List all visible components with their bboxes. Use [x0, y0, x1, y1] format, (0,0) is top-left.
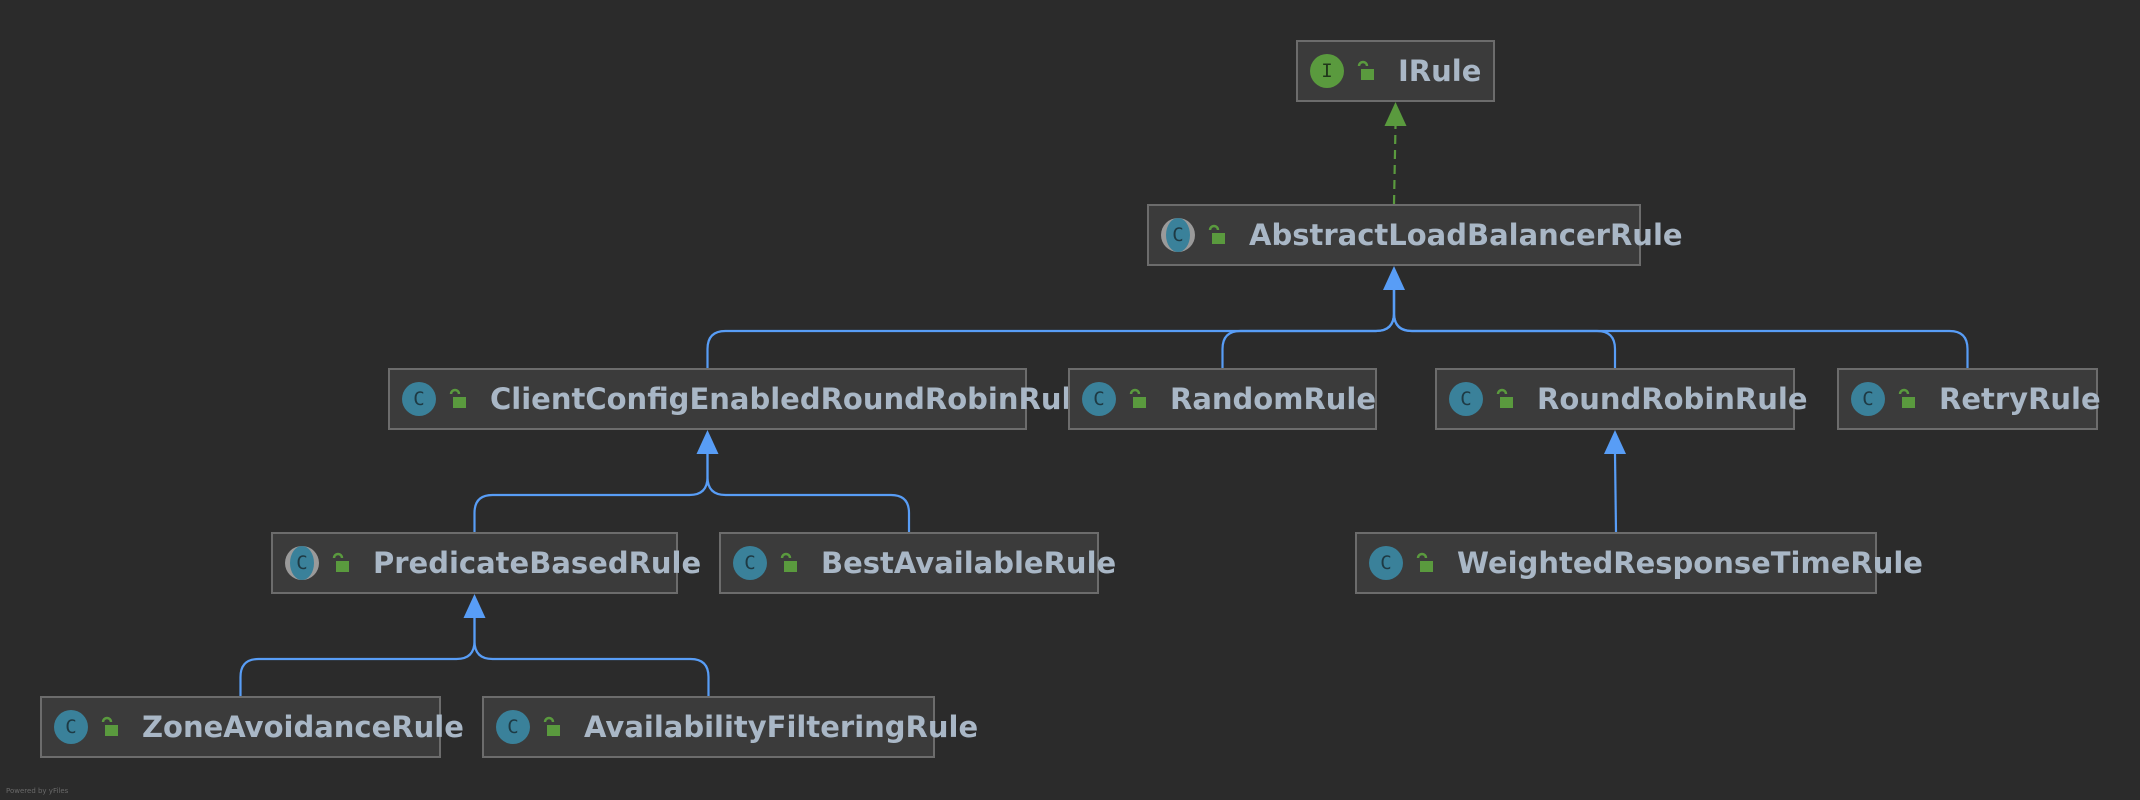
class-icon: C: [402, 382, 436, 416]
edge-RandomRule-to-AbstractLoadBalancerRule: [1221, 290, 1396, 368]
node-ZoneAvoidanceRule[interactable]: C ZoneAvoidanceRule: [40, 696, 464, 758]
node-label: WeightedResponseTimeRule: [1457, 546, 1923, 580]
public-lock-icon: [1356, 60, 1376, 82]
node-label: RoundRobinRule: [1537, 382, 1808, 416]
node-label: ZoneAvoidanceRule: [142, 710, 464, 744]
class-icon: C: [1851, 382, 1885, 416]
node-label: AbstractLoadBalancerRule: [1249, 218, 1683, 252]
abstract-class-icon: C: [1161, 218, 1195, 252]
public-lock-icon: [1128, 388, 1148, 410]
powered-by-footer: Powered by yFiles: [6, 787, 69, 795]
node-AbstractLoadBalancerRule[interactable]: C AbstractLoadBalancerRule: [1147, 204, 1683, 266]
public-lock-icon: [1207, 224, 1227, 246]
extends-arrowhead-PredicateBasedRule: [463, 594, 486, 618]
edge-AvailabilityFilteringRule-to-PredicateBasedRule: [473, 618, 710, 696]
node-label: RetryRule: [1939, 382, 2101, 416]
public-lock-icon: [1415, 552, 1435, 574]
node-AvailabilityFilteringRule[interactable]: C AvailabilityFilteringRule: [482, 696, 978, 758]
class-icon: C: [1082, 382, 1116, 416]
edge-ClientConfigEnabledRoundRobinRule-to-AbstractLoadBalancerRule: [706, 290, 1396, 368]
extends-arrowhead-ClientConfigEnabledRoundRobinRule: [696, 430, 719, 454]
node-ClientConfigEnabledRoundRobinRule[interactable]: C ClientConfigEnabledRoundRobinRule: [388, 368, 1091, 430]
node-RandomRule[interactable]: C RandomRule: [1068, 368, 1377, 430]
node-label: IRule: [1398, 54, 1482, 88]
public-lock-icon: [1897, 388, 1917, 410]
public-lock-icon: [331, 552, 351, 574]
node-label: ClientConfigEnabledRoundRobinRule: [490, 382, 1092, 416]
node-label: PredicateBasedRule: [373, 546, 702, 580]
edge-BestAvailableRule-to-ClientConfigEnabledRoundRobinRule: [706, 454, 911, 532]
interface-icon: I: [1310, 54, 1344, 88]
class-icon: C: [1449, 382, 1483, 416]
public-lock-icon: [542, 716, 562, 738]
class-icon: C: [1369, 546, 1403, 580]
class-icon: C: [496, 710, 530, 744]
class-icon: C: [54, 710, 88, 744]
extends-arrowhead-AbstractLoadBalancerRule: [1383, 266, 1405, 290]
public-lock-icon: [448, 388, 468, 410]
public-lock-icon: [1495, 388, 1515, 410]
edge-AbstractLoadBalancerRule-to-IRule: [1392, 125, 1397, 205]
class-icon: C: [733, 546, 767, 580]
public-lock-icon: [779, 552, 799, 574]
node-RoundRobinRule[interactable]: C RoundRobinRule: [1435, 368, 1808, 430]
node-WeightedResponseTimeRule[interactable]: C WeightedResponseTimeRule: [1355, 532, 1923, 594]
node-BestAvailableRule[interactable]: C BestAvailableRule: [719, 532, 1116, 594]
edge-RoundRobinRule-to-AbstractLoadBalancerRule: [1392, 290, 1617, 368]
node-PredicateBasedRule[interactable]: C PredicateBasedRule: [271, 532, 701, 594]
node-label: RandomRule: [1170, 382, 1377, 416]
public-lock-icon: [100, 716, 120, 738]
node-IRule[interactable]: I IRule: [1296, 40, 1495, 102]
edge-ZoneAvoidanceRule-to-PredicateBasedRule: [239, 618, 476, 696]
edge-RetryRule-to-AbstractLoadBalancerRule: [1392, 290, 1969, 368]
node-RetryRule[interactable]: C RetryRule: [1837, 368, 2101, 430]
implements-arrowhead-IRule: [1384, 102, 1407, 126]
edge-WeightedResponseTimeRule-to-RoundRobinRule: [1613, 453, 1618, 533]
node-label: AvailabilityFilteringRule: [584, 710, 979, 744]
abstract-class-icon: C: [285, 546, 319, 580]
extends-arrowhead-RoundRobinRule: [1604, 430, 1626, 454]
node-label: BestAvailableRule: [821, 546, 1117, 580]
edge-PredicateBasedRule-to-ClientConfigEnabledRoundRobinRule: [473, 454, 709, 532]
